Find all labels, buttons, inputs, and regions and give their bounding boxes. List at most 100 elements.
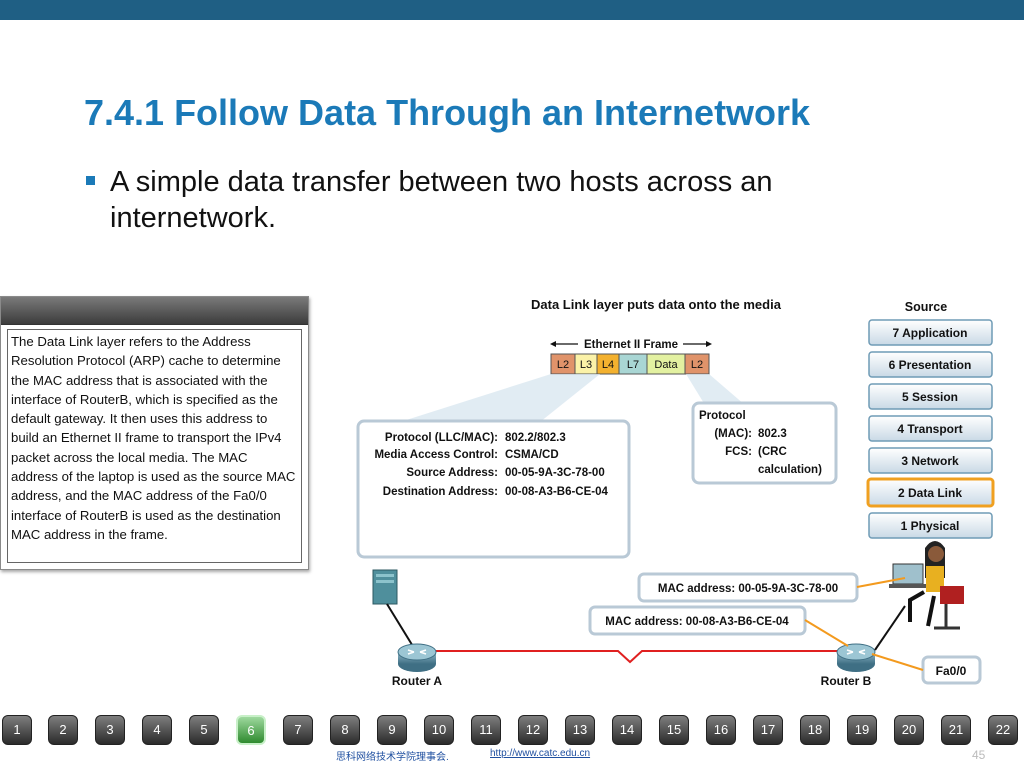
slide-nav-bar: 1 2 3 4 5 6 7 8 9 10 11 12 13 14 15 16 1…: [0, 712, 1024, 748]
header-row-value: 00-08-A3-B6-CE-04: [505, 486, 609, 498]
mac-source-text: MAC address: 00-05-9A-3C-78-00: [658, 583, 838, 595]
nav-button-1[interactable]: 1: [2, 715, 32, 745]
ethernet-frame: L2 L3 L4 L7 Data L2: [550, 353, 710, 375]
osi-layer-3: [868, 447, 993, 474]
info-panel-header: [1, 297, 308, 325]
osi-layer-label: 1 Physical: [901, 519, 960, 533]
info-panel-text: The Data Link layer refers to the Addres…: [7, 329, 302, 563]
interface-label: Fa0/0: [936, 664, 967, 678]
nav-button-12[interactable]: 12: [518, 715, 548, 745]
header-row-label: Source Address:: [406, 467, 498, 479]
header-row-label: Destination Address:: [383, 486, 498, 498]
laptop-link: [874, 605, 906, 651]
nav-button-6-active[interactable]: 6: [236, 715, 266, 745]
nav-button-22[interactable]: 22: [988, 715, 1018, 745]
frame-cell-text: L2: [557, 359, 569, 371]
osi-layer-4: [868, 415, 993, 442]
server-icon: [372, 569, 398, 605]
mac-dest-arrow: [804, 619, 849, 647]
trailer-mac-label: (MAC):: [714, 428, 752, 440]
nav-button-13[interactable]: 13: [565, 715, 595, 745]
trailer-mac-value: 802.3: [758, 428, 787, 440]
osi-layer-1: [868, 512, 993, 539]
nav-button-16[interactable]: 16: [706, 715, 736, 745]
trailer-callout-wedge: [686, 374, 745, 405]
osi-layer-6: [868, 351, 993, 378]
nav-button-21[interactable]: 21: [941, 715, 971, 745]
trailer-title: Protocol: [699, 410, 746, 422]
bullet-text: A simple data transfer between two hosts…: [110, 166, 773, 234]
header-row-label: Protocol (LLC/MAC):: [385, 432, 498, 444]
nav-button-19[interactable]: 19: [847, 715, 877, 745]
nav-button-10[interactable]: 10: [424, 715, 454, 745]
frame-cell-text: L4: [602, 359, 614, 371]
osi-layer-label: 3 Network: [901, 454, 959, 468]
frame-cell-l2-header: [550, 353, 576, 375]
osi-layer-label: 5 Session: [902, 390, 958, 404]
top-banner: [0, 0, 1024, 20]
frame-cell-text: L3: [580, 359, 592, 371]
header-row-value: CSMA/CD: [505, 449, 559, 461]
nav-button-17[interactable]: 17: [753, 715, 783, 745]
frame-trailer-box: [691, 401, 838, 485]
page-number: 45: [972, 748, 986, 762]
mac-source-arrow: [856, 577, 906, 588]
osi-layer-2-active: [866, 477, 995, 508]
mac-source-box: [637, 572, 859, 603]
info-panel: The Data Link layer refers to the Addres…: [0, 296, 309, 570]
header-callout-wedge: [400, 374, 600, 422]
footer-org: 思科网络技术学院理事会.: [336, 752, 449, 763]
router-a-label: Router A: [392, 674, 443, 688]
nav-button-14[interactable]: 14: [612, 715, 642, 745]
router-b-icon: [836, 643, 876, 672]
nav-button-2[interactable]: 2: [48, 715, 78, 745]
router-a-icon: [397, 643, 437, 672]
footer-url-link[interactable]: http://www.catc.edu.cn: [490, 748, 591, 759]
nav-button-7[interactable]: 7: [283, 715, 313, 745]
bullet-square-icon: [86, 176, 95, 185]
interface-arrow: [871, 653, 924, 671]
header-row-value: 00-05-9A-3C-78-00: [505, 467, 605, 479]
trailer-fcs-value: calculation): [758, 464, 822, 476]
user-at-laptop-icon: [889, 541, 964, 630]
nav-button-18[interactable]: 18: [800, 715, 830, 745]
frame-cell-text: L2: [691, 359, 703, 371]
mac-dest-text: MAC address: 00-08-A3-B6-CE-04: [605, 616, 789, 628]
frame-cell-data: [646, 353, 686, 375]
nav-button-3[interactable]: 3: [95, 715, 125, 745]
osi-layer-7: [868, 319, 993, 346]
header-row-value: 802.2/802.3: [505, 432, 566, 444]
frame-cell-text: Data: [654, 359, 678, 371]
trailer-fcs-value: (CRC: [758, 446, 787, 458]
nav-button-8[interactable]: 8: [330, 715, 360, 745]
nav-button-9[interactable]: 9: [377, 715, 407, 745]
trailer-fcs-label: FCS:: [725, 446, 752, 458]
frame-cell-l3: [574, 353, 598, 375]
frame-cell-l4: [596, 353, 620, 375]
nav-button-5[interactable]: 5: [189, 715, 219, 745]
wan-serial-link: [432, 650, 837, 664]
frame-header-box: [356, 419, 631, 559]
frame-label: Ethernet II Frame: [584, 339, 678, 351]
osi-layer-5: [868, 383, 993, 410]
nav-button-4[interactable]: 4: [142, 715, 172, 745]
osi-layer-label: 6 Presentation: [889, 358, 972, 372]
interface-box: [921, 655, 982, 685]
nav-button-20[interactable]: 20: [894, 715, 924, 745]
frame-cell-text: L7: [627, 359, 639, 371]
osi-layer-stack: 7 Application 6 Presentation 5 Session 4…: [866, 319, 995, 539]
nav-button-15[interactable]: 15: [659, 715, 689, 745]
diagram-heading: Data Link layer puts data onto the media: [531, 297, 782, 312]
server-link: [386, 603, 415, 649]
router-b-label: Router B: [821, 674, 872, 688]
source-label: Source: [905, 300, 947, 314]
nav-button-11[interactable]: 11: [471, 715, 501, 745]
osi-layer-label: 4 Transport: [897, 422, 962, 436]
frame-cell-l2-trailer: [684, 353, 710, 375]
header-row-label: Media Access Control:: [374, 449, 498, 461]
mac-dest-box: [588, 605, 807, 636]
osi-layer-label: 2 Data Link: [898, 486, 962, 500]
osi-layer-label: 7 Application: [893, 326, 968, 340]
frame-label-group: Ethernet II Frame: [550, 339, 712, 351]
slide-title: 7.4.1 Follow Data Through an Internetwor…: [84, 92, 811, 133]
